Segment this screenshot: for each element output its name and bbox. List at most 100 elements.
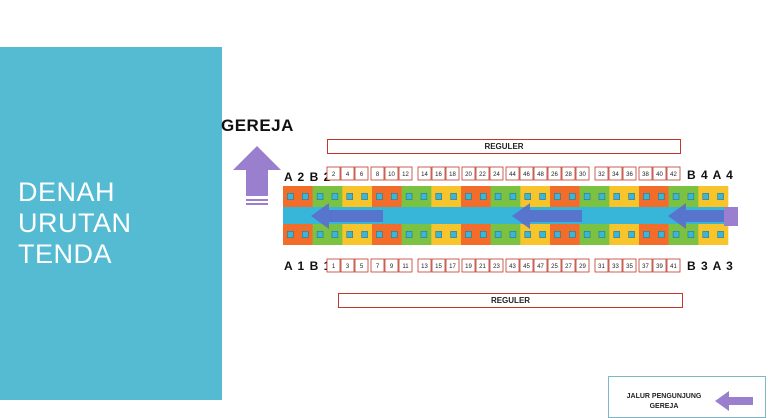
even-number-label: 12 <box>402 172 409 178</box>
even-number-label: 34 <box>612 172 619 178</box>
odd-number-label: 7 <box>376 264 380 270</box>
even-number-label: 18 <box>449 172 456 178</box>
bottom-row-tent-table <box>687 231 695 238</box>
even-number-label: 40 <box>656 172 663 178</box>
even-number-label: 14 <box>421 172 428 178</box>
top-row-tent-table <box>598 193 606 200</box>
central-aisle <box>283 207 728 224</box>
bottom-row-tent-table <box>583 231 591 238</box>
even-number-box <box>326 166 341 181</box>
even-number-label: 8 <box>376 172 380 178</box>
odd-number-box <box>533 258 548 273</box>
odd-number-box <box>666 258 681 273</box>
bottom-row-tent-table <box>628 231 635 238</box>
top-row-tent-table <box>672 193 680 200</box>
bottom-row-tent-table <box>361 231 368 238</box>
top-row-tent-table <box>583 193 591 200</box>
even-number-label: 46 <box>523 172 530 178</box>
even-number-box <box>370 166 385 181</box>
title-panel <box>0 47 222 400</box>
top-row-tent-table <box>435 193 442 200</box>
odd-number-box <box>652 258 667 273</box>
bottom-row-tent-table <box>524 231 531 238</box>
even-number-label: 4 <box>346 172 350 178</box>
odd-number-label: 9 <box>390 264 394 270</box>
even-number-label: 48 <box>537 172 544 178</box>
flow-arrow-icon <box>512 203 582 229</box>
even-number-box <box>461 166 476 181</box>
top-row-tent-table <box>569 193 576 200</box>
even-number-box <box>533 166 548 181</box>
odd-number-box <box>461 258 476 273</box>
odd-number-box <box>519 258 534 273</box>
even-number-label: 2 <box>332 172 336 178</box>
top-row-tent-table <box>420 193 428 200</box>
top-row-tent-table <box>494 193 502 200</box>
even-number-box <box>608 166 623 181</box>
even-number-box <box>594 166 609 181</box>
even-number-box <box>505 166 520 181</box>
top-row-tent-table <box>509 193 517 200</box>
even-number-box <box>340 166 355 181</box>
odd-number-label: 39 <box>656 264 663 270</box>
even-number-label: 20 <box>465 172 472 178</box>
odd-number-box <box>622 258 637 273</box>
bottom-row-tent-table <box>287 231 294 238</box>
top-row-tent-table <box>450 193 457 200</box>
odd-number-label: 21 <box>479 264 486 270</box>
top-row-tent-table <box>405 193 413 200</box>
even-number-box <box>547 166 562 181</box>
odd-number-box <box>384 258 399 273</box>
top-row-tent-table <box>316 193 324 200</box>
even-number-label: 32 <box>598 172 605 178</box>
bottom-row-tent-table <box>539 231 546 238</box>
bottom-row-tent-table <box>494 231 502 238</box>
even-number-label: 28 <box>565 172 572 178</box>
odd-number-label: 11 <box>402 264 409 270</box>
top-row-tent-table <box>539 193 546 200</box>
bottom-row-tent-table <box>643 231 650 238</box>
odd-number-box <box>489 258 504 273</box>
entry-marker <box>724 207 738 226</box>
odd-number-label: 43 <box>509 264 516 270</box>
top-row-tent-table <box>465 193 472 200</box>
odd-number-box <box>326 258 341 273</box>
even-number-box <box>666 166 681 181</box>
top-row-tent-table <box>376 193 383 200</box>
bottom-reguler-band: REGULER <box>338 293 683 308</box>
top-reguler-band: REGULER <box>327 139 681 154</box>
odd-number-label: 47 <box>537 264 544 270</box>
odd-number-label: 23 <box>493 264 500 270</box>
bottom-row-tent-table <box>702 231 709 238</box>
even-number-label: 22 <box>479 172 486 178</box>
odd-number-box <box>445 258 460 273</box>
even-number-label: 16 <box>435 172 442 178</box>
odd-number-label: 15 <box>435 264 442 270</box>
odd-number-label: 45 <box>523 264 530 270</box>
bottom-row-tent-table <box>376 231 383 238</box>
bottom-row-tent-table <box>554 231 561 238</box>
odd-number-label: 13 <box>421 264 428 270</box>
odd-number-box <box>575 258 590 273</box>
even-number-label: 36 <box>626 172 633 178</box>
even-number-label: 6 <box>360 172 364 178</box>
odd-number-box <box>608 258 623 273</box>
bottom-row-tent-table <box>613 231 620 238</box>
flow-arrow-icon <box>311 203 383 229</box>
bottom-row-tent-table <box>717 231 724 238</box>
even-number-box <box>622 166 637 181</box>
left-arrow-icon <box>715 391 753 411</box>
top-row-tent-table <box>302 193 309 200</box>
top-row-tent-table <box>391 193 398 200</box>
even-number-box <box>561 166 576 181</box>
row-label-top-right: B 4 A 4 <box>687 168 734 182</box>
bottom-row-tent-table <box>480 231 487 238</box>
bottom-row-tent-table <box>420 231 428 238</box>
odd-number-label: 1 <box>332 264 336 270</box>
bottom-row-tent-table <box>331 231 339 238</box>
bottom-row-tent-table <box>509 231 517 238</box>
top-row-tent-table <box>628 193 635 200</box>
odd-number-box <box>370 258 385 273</box>
odd-number-label: 27 <box>565 264 572 270</box>
